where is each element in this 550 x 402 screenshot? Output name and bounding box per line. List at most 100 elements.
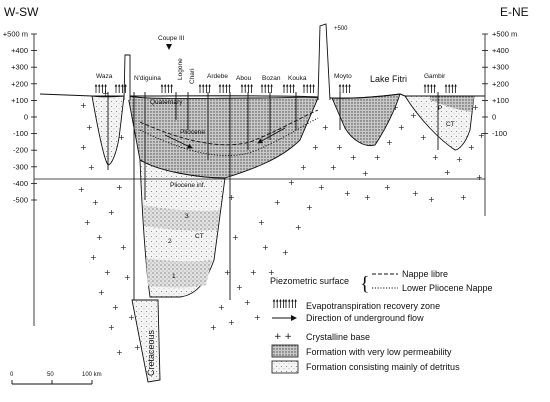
ndiguina-basement-ridge <box>123 54 131 101</box>
crystalline-cross: + <box>300 163 307 172</box>
left-tick-label: +400 <box>11 46 28 55</box>
crystalline-cross: + <box>362 169 369 178</box>
crystalline-cross: + <box>250 268 257 277</box>
crystalline-cross: + <box>444 168 451 177</box>
crystalline-cross: + <box>336 143 343 152</box>
evap-marker-icon <box>260 84 273 93</box>
legend-evapotranspiration: Evapotranspiration recovery zone <box>306 301 440 311</box>
crystalline-cross: + <box>90 253 97 262</box>
crystalline-cross: + <box>295 223 302 232</box>
crystalline-cross: + <box>118 133 125 142</box>
crystalline-cross: + <box>96 233 103 242</box>
crystalline-cross: + <box>116 183 123 192</box>
crystalline-cross: + <box>104 268 111 277</box>
crystalline-cross: + <box>102 89 109 98</box>
crystalline-cross: + <box>116 348 123 357</box>
crystalline-cross: + <box>468 143 475 152</box>
formation-cretaceous: Cretaceous <box>146 329 156 376</box>
legend-nappe-libre: Nappe libre <box>402 269 448 279</box>
formation-quaternary: Quaternary <box>150 99 183 106</box>
crystalline-cross: + <box>456 155 463 164</box>
evap-marker-icon <box>423 84 436 93</box>
crystalline-cross: + <box>268 268 275 277</box>
crystalline-cross: + <box>472 103 479 112</box>
crystalline-cross: + <box>262 243 269 252</box>
left-tick-label: -400 <box>13 179 28 188</box>
legend-lower-pliocene: Lower Pliocene Nappe <box>402 283 493 293</box>
right-tick-label: +200 <box>492 79 509 88</box>
formation-pliocene: Pliocene <box>180 129 205 136</box>
crystalline-cross: + <box>210 323 217 332</box>
crystalline-cross: + <box>410 111 417 120</box>
formation-layer-2: 2 <box>168 238 172 245</box>
crystalline-cross: + <box>428 195 435 204</box>
formation-layer-1: 1 <box>172 273 176 280</box>
formation-layer-3: 3 <box>185 213 189 220</box>
left-elevation-axis: +500 m+400+300+200+1000-100-200-300-400-… <box>3 30 37 326</box>
right-tick-label: +500 m <box>492 30 517 39</box>
evap-marker-icon <box>114 84 127 93</box>
peak-elevation-label: +500 <box>334 26 348 32</box>
crystalline-cross: + <box>282 248 289 257</box>
west-direction-label: W-SW <box>4 5 39 19</box>
scale-label-100: 100 km <box>82 372 102 378</box>
crystalline-cross: + <box>124 273 131 282</box>
crystalline-cross: + <box>476 173 483 182</box>
legend-detritus: Formation consisting mainly of detritus <box>306 362 460 372</box>
crystalline-cross: + <box>412 189 419 198</box>
place-kouka: Kouka <box>288 75 307 82</box>
right-tick-label: 0 <box>492 113 496 122</box>
cretaceous-trough <box>131 299 161 383</box>
underground-flow-arrows <box>164 127 286 149</box>
crystalline-cross: + <box>432 153 439 162</box>
formation-pliocene-inf: Pliocene inf. <box>170 182 206 189</box>
legend-crystalline-icon: + + <box>274 332 292 342</box>
crystalline-cross: + <box>228 193 235 202</box>
evap-marker-icon <box>160 84 173 93</box>
basin-upper-formation <box>127 95 319 179</box>
basin-detrital-zone-3 <box>143 205 220 231</box>
left-tick-label: +100 <box>11 96 28 105</box>
moyto-basement-spike <box>317 23 331 101</box>
left-tick-label: -200 <box>13 146 28 155</box>
crystalline-cross: + <box>236 283 243 292</box>
place-lake-fitri: Lake Fitri <box>370 74 407 84</box>
crystalline-cross: + <box>80 143 87 152</box>
crystalline-cross: + <box>318 183 325 192</box>
crystalline-cross: + <box>312 143 319 152</box>
place-abou: Abou <box>236 75 252 82</box>
place-waza: Waza <box>96 73 113 80</box>
legend-evap-icon <box>272 299 297 308</box>
evap-marker-icon <box>302 84 315 93</box>
right-tick-label: -100 <box>492 129 507 138</box>
crystalline-cross: + <box>78 185 85 194</box>
crystalline-cross: + <box>386 138 393 147</box>
crystalline-cross: + <box>120 243 127 252</box>
crystalline-cross: + <box>228 318 235 327</box>
gambir-upper-layer <box>430 96 474 112</box>
right-tick-label: +300 <box>492 63 509 72</box>
crystalline-cross: + <box>258 218 265 227</box>
evapotranspiration-markers <box>94 84 457 93</box>
evap-marker-icon <box>338 84 351 93</box>
crystalline-cross: + <box>398 123 405 132</box>
crystalline-cross: + <box>374 153 381 162</box>
legend-crystalline: Crystalline base <box>306 332 370 342</box>
crystalline-cross: + <box>322 123 329 132</box>
crystalline-cross: + <box>232 233 239 242</box>
left-tick-label: +300 <box>11 63 28 72</box>
left-tick-label: 0 <box>24 113 28 122</box>
place-ndiguina: N'diguina <box>134 75 161 82</box>
left-tick-label: +200 <box>11 79 28 88</box>
crystalline-cross: + <box>108 323 115 332</box>
scale-label-0: 0 <box>10 372 14 378</box>
section-label: Coupe III <box>158 35 185 42</box>
formation-ct: CT <box>195 233 204 240</box>
crystalline-cross: + <box>128 313 135 322</box>
crystalline-cross: + <box>420 133 427 142</box>
place-bozan: Bozan <box>262 75 281 82</box>
evap-marker-icon <box>282 84 295 93</box>
left-tick-label: -500 <box>13 196 28 205</box>
